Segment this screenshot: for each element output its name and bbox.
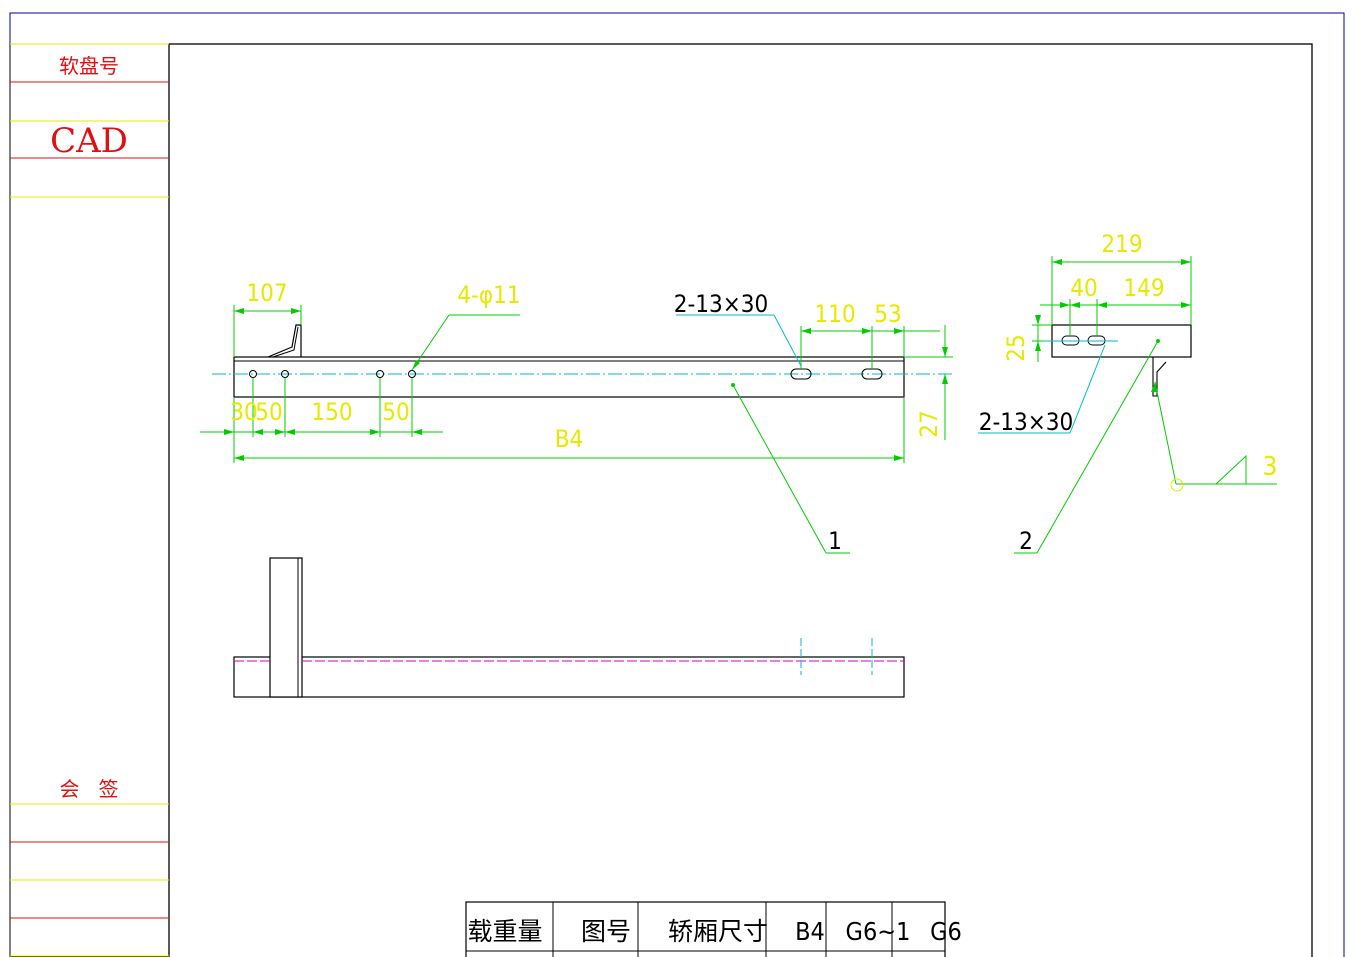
disk-number-label: 软盘号 — [59, 54, 119, 78]
sign-label: 会 签 — [59, 777, 118, 801]
table-header: B4 — [795, 917, 825, 946]
part-number-1: 1 — [828, 527, 842, 555]
hole — [376, 370, 384, 378]
hole — [408, 370, 416, 378]
dim-B4: B4 — [555, 425, 584, 453]
dim-30: 30 — [230, 398, 257, 426]
part-number-2: 2 — [1019, 527, 1033, 555]
dim-149: 149 — [1123, 274, 1164, 302]
channel-top-outline — [233, 656, 905, 698]
side-flange — [1152, 357, 1167, 397]
dim-50a: 50 — [255, 398, 282, 426]
dim-27: 27 — [915, 410, 943, 437]
dim-150: 150 — [311, 398, 352, 426]
dim-53: 53 — [874, 300, 901, 328]
dim-25: 25 — [1002, 334, 1030, 361]
cad-label: CAD — [50, 121, 128, 161]
channel-outline — [233, 356, 905, 398]
dim-219: 219 — [1101, 230, 1142, 258]
hole — [281, 370, 289, 378]
leader-dot — [731, 383, 735, 387]
dim-40: 40 — [1070, 274, 1097, 302]
table-header: G6 — [930, 917, 962, 946]
dim-107: 107 — [246, 279, 287, 307]
slot-callout-side: 2-13×30 — [979, 408, 1074, 436]
weld-symbol-circle — [1170, 478, 1184, 492]
front-view: 107 4-φ11 2-13×30 110 53 30 50 150 50 B4… — [200, 279, 953, 555]
dim-50b: 50 — [382, 398, 409, 426]
top-view — [233, 557, 905, 698]
side-view: 219 40 149 25 2-13×30 3 2 — [978, 230, 1277, 555]
dim-110: 110 — [814, 300, 855, 328]
table-header: 轿厢尺寸 — [668, 917, 768, 946]
hole — [249, 370, 257, 378]
bracket-top — [269, 557, 303, 698]
sidebar: 软盘号 CAD 会 签 — [9, 43, 170, 957]
title-table: 载重量 图号 轿厢尺寸 B4 G6~1 G6 — [465, 901, 962, 957]
slot-callout-front: 2-13×30 — [674, 290, 769, 318]
outer-border — [9, 12, 1345, 957]
bracket-lug — [267, 324, 302, 358]
dim-hole-callout: 4-φ11 — [457, 281, 520, 309]
table-header: 图号 — [581, 917, 631, 946]
weld-number-3: 3 — [1263, 452, 1278, 482]
drawing-frame — [168, 43, 1313, 957]
table-header: G6~1 — [846, 917, 911, 946]
table-header: 载重量 — [467, 917, 542, 946]
